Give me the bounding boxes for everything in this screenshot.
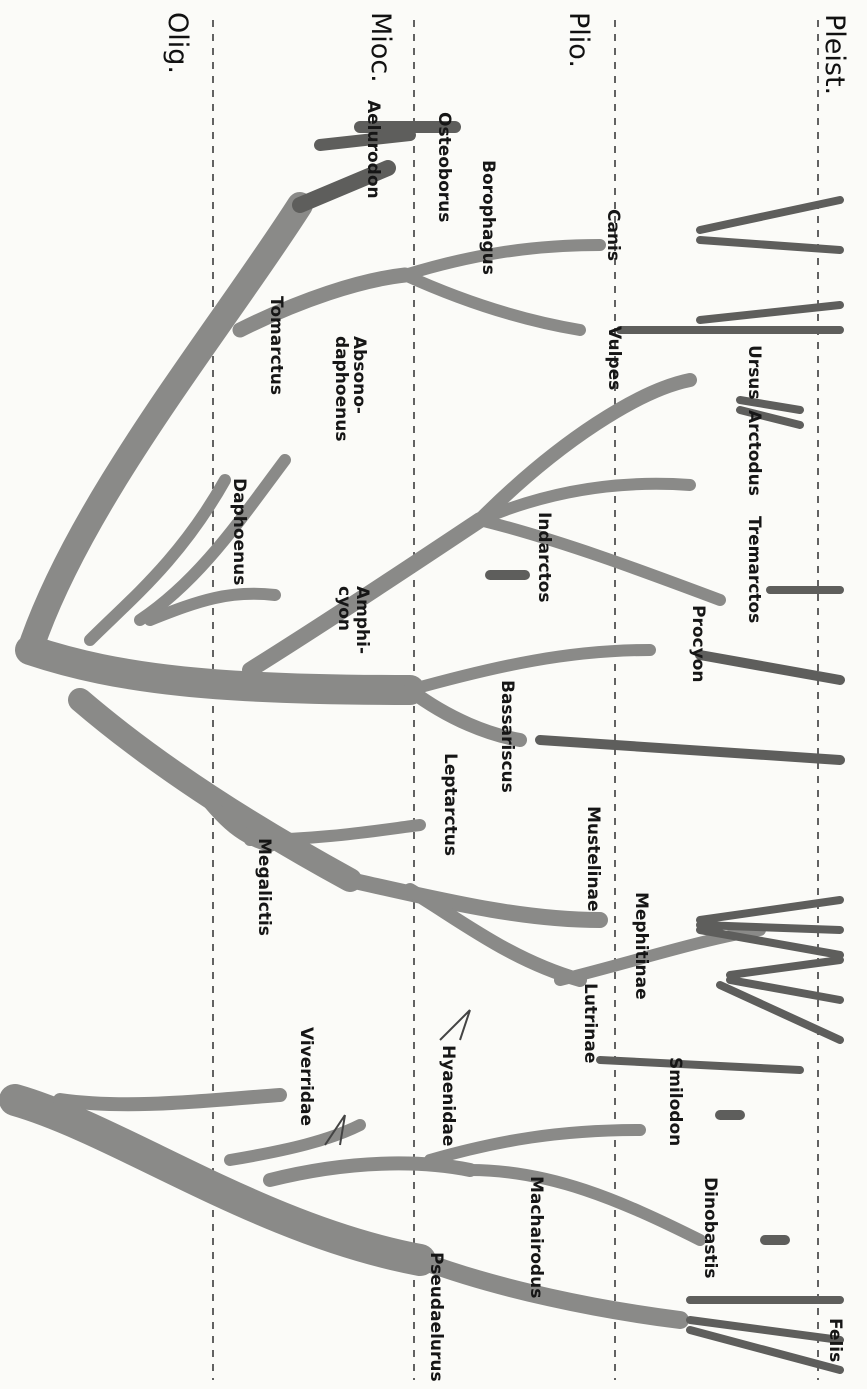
label-aelurodon: Aelurodon: [363, 100, 381, 199]
label-borophagus: Borophagus: [478, 160, 496, 275]
label-daphoenus: Daphoenus: [229, 478, 247, 585]
label-felis: Felis: [825, 1318, 843, 1362]
label-leptarctus: Leptarctus: [440, 753, 458, 856]
label-indarctos: Indarctos: [534, 512, 552, 602]
label-viverridae: Viverridae: [296, 1027, 314, 1126]
label-osteoborus: Osteoborus: [434, 112, 452, 222]
ursus-branch: [480, 380, 690, 520]
label-megalictis: Megalictis: [254, 838, 272, 936]
label-mustelinae: Mustelinae: [583, 806, 601, 912]
label-pseudaelurus: Pseudaelurus: [426, 1252, 444, 1382]
vulpes-branch: [405, 275, 580, 330]
label-vulpes: Vulpes: [604, 326, 622, 390]
label-tremarctos: Tremarctos: [744, 516, 762, 623]
label-amphicyon: Amphi- cyon: [334, 586, 370, 654]
label-hyaenidae: Hyaenidae: [438, 1045, 456, 1146]
label-bassariscus: Bassariscus: [497, 680, 515, 793]
label-mephitinae: Mephitinae: [631, 892, 649, 1000]
epoch-label-pliocene: Plio.: [563, 12, 594, 68]
machairodont-stem: [270, 1163, 470, 1180]
mustelid-tips: [700, 900, 840, 955]
dinobastis-branch: [470, 1170, 700, 1240]
tremarctos-branch: [480, 520, 720, 600]
label-arctodus: Arctodus: [744, 410, 762, 496]
label-dinobastis: Dinobastis: [700, 1177, 718, 1279]
epoch-label-pleistocene: Pleist.: [819, 14, 850, 95]
tomarctus-branch: [240, 275, 405, 330]
procyonid-main-branch: [30, 650, 410, 690]
mustelid-stem: [80, 700, 350, 880]
mustelinae-branch: [350, 880, 600, 920]
label-absonodaphoenus: Absono- daphoenus: [331, 336, 367, 441]
aelurodon-branch: [30, 205, 300, 650]
label-ursus: Ursus: [744, 345, 762, 400]
epoch-label-oligocene: Olig.: [162, 12, 193, 74]
lutrine-tip: [600, 1060, 800, 1070]
viverrid-branch: [60, 1095, 280, 1104]
label-smilodon: Smilodon: [665, 1057, 683, 1146]
smilodon-branch: [430, 1130, 640, 1160]
vulpes-tips: [620, 305, 840, 330]
canis-branch: [405, 245, 600, 275]
label-tomarctus: Tomarctus: [266, 296, 284, 395]
label-machairodus: Machairodus: [526, 1176, 544, 1298]
lutrinae-arrow: [440, 1010, 470, 1040]
label-lutrinae: Lutrinae: [580, 983, 598, 1063]
mephitine-tips: [720, 960, 840, 1040]
canis-tips: [700, 200, 840, 250]
epoch-label-miocene: Mioc.: [365, 12, 396, 83]
label-procyon: Procyon: [688, 605, 706, 682]
label-canis: Canis: [603, 209, 621, 261]
pseudaelurus-branch: [420, 1260, 680, 1320]
procyon-branch: [410, 650, 650, 690]
